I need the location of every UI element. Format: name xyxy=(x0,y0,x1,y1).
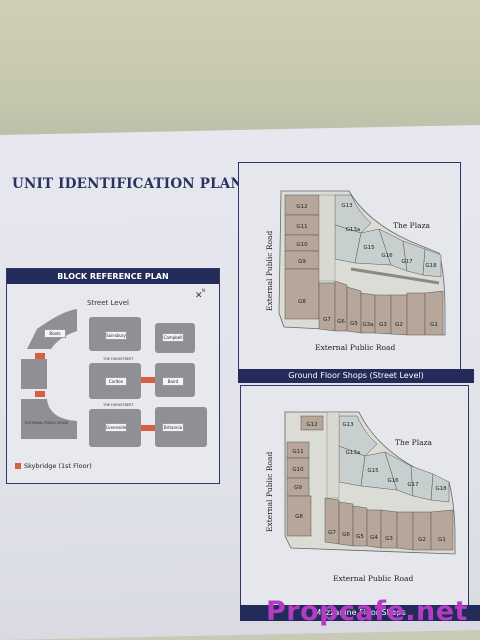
unit-g3a: G3a xyxy=(362,322,373,328)
unit-g7: G7 xyxy=(323,317,331,323)
mezz-unit-g10: G10 xyxy=(292,467,304,473)
watermark: Propcafe.net xyxy=(266,596,468,627)
unit-g18: G18 xyxy=(425,263,437,269)
unit-g9: G9 xyxy=(298,259,306,265)
mezz-unit-g7: G7 xyxy=(328,530,336,536)
unit-g5: G5 xyxy=(350,321,358,327)
mezz-road-left-label: External Public Road xyxy=(265,451,274,532)
logo-greenside: Greenside xyxy=(105,423,127,432)
street-level-label: Street Level xyxy=(87,299,129,307)
ground-road-bottom-label: External Public Road xyxy=(315,343,396,352)
ground-floor-plan: G12 G13 G11 G13a G10 G15 G16 G17 G18 G9 … xyxy=(278,190,446,336)
logo-britannia: Britannia xyxy=(162,423,184,432)
unit-g1: G1 xyxy=(430,322,438,328)
mezzanine-caption: Mezzanine Floor Shops xyxy=(240,605,480,621)
unit-g11: G11 xyxy=(296,224,307,230)
mezz-unit-g16: G16 xyxy=(387,478,399,484)
mezz-unit-g4: G4 xyxy=(370,535,378,541)
unit-g2: G2 xyxy=(395,322,403,328)
skybridge-swatch-icon xyxy=(15,463,21,469)
mezz-unit-g1: G1 xyxy=(438,537,446,543)
mezz-unit-g11: G11 xyxy=(292,449,303,455)
mezzanine-floor-plan: G12 G13 G11 G13a G10 G15 G16 G17 G18 G9 … xyxy=(284,411,456,555)
unit-g13a: G13a xyxy=(346,227,361,233)
logo-sainsbury: Sainsbury xyxy=(105,331,127,340)
mezz-unit-g18: G18 xyxy=(435,486,447,492)
mezz-unit-g2: G2 xyxy=(418,537,426,543)
mezz-unit-g3: G3 xyxy=(385,536,393,542)
logo-boots: Boots xyxy=(44,329,66,338)
logo-baird: Baird xyxy=(162,377,184,386)
skybridge-legend-text: Skybridge (1st Floor) xyxy=(24,462,92,470)
unit-g8: G8 xyxy=(298,299,306,305)
unit-g13: G13 xyxy=(341,203,353,209)
mezz-unit-g9: G9 xyxy=(294,485,302,491)
unit-g3: G3 xyxy=(379,322,387,328)
logo-carlton: Carlton xyxy=(105,377,127,386)
block-reference-panel: BLOCK REFERENCE PLAN Street Level ✕ N Bo… xyxy=(6,268,220,484)
mezz-road-bottom-label: External Public Road xyxy=(333,574,414,583)
mezz-unit-g8: G8 xyxy=(295,514,303,520)
logo-campbell: Campbell xyxy=(162,333,184,342)
ground-road-left-label: External Public Road xyxy=(265,230,274,311)
mezz-unit-g13a: G13a xyxy=(346,450,361,456)
ground-plaza-label: The Plaza xyxy=(393,221,430,230)
unit-g15: G15 xyxy=(363,245,375,251)
road-label-highstreet-1: THE HIGHSTREET xyxy=(103,357,134,361)
north-arrow-icon: ✕ xyxy=(195,291,203,301)
mezzanine-panel: G12 G13 G11 G13a G10 G15 G16 G17 G18 G9 … xyxy=(240,385,469,609)
mezz-plaza-label: The Plaza xyxy=(395,438,432,447)
block-reference-header: BLOCK REFERENCE PLAN xyxy=(7,269,219,284)
page-title: UNIT IDENTIFICATION PLANS xyxy=(12,176,253,192)
unit-g6: G6 xyxy=(337,319,345,325)
road-label-external: EXTERNAL PUBLIC ROAD xyxy=(25,421,69,425)
ground-floor-panel: G12 G13 G11 G13a G10 G15 G16 G17 G18 G9 … xyxy=(238,162,461,374)
mezz-unit-g17: G17 xyxy=(407,482,419,488)
mezz-unit-g5: G5 xyxy=(356,534,364,540)
mezz-unit-g15: G15 xyxy=(367,468,379,474)
road-label-highstreet-2: THE HIGHSTREET xyxy=(103,403,134,407)
north-label: N xyxy=(202,288,205,293)
unit-g12: G12 xyxy=(296,204,307,210)
skybridge-2 xyxy=(141,425,155,431)
unit-g16: G16 xyxy=(381,253,393,259)
unit-g10: G10 xyxy=(296,242,308,248)
unit-g17: G17 xyxy=(401,259,413,265)
mezz-unit-g13: G13 xyxy=(342,422,354,428)
mezz-unit-g12: G12 xyxy=(306,422,317,428)
mezz-unit-g6: G6 xyxy=(342,532,350,538)
skybridge-1 xyxy=(141,377,155,383)
skybridge-legend: Skybridge (1st Floor) xyxy=(15,462,92,470)
ground-floor-caption: Ground Floor Shops (Street Level) xyxy=(238,369,474,383)
